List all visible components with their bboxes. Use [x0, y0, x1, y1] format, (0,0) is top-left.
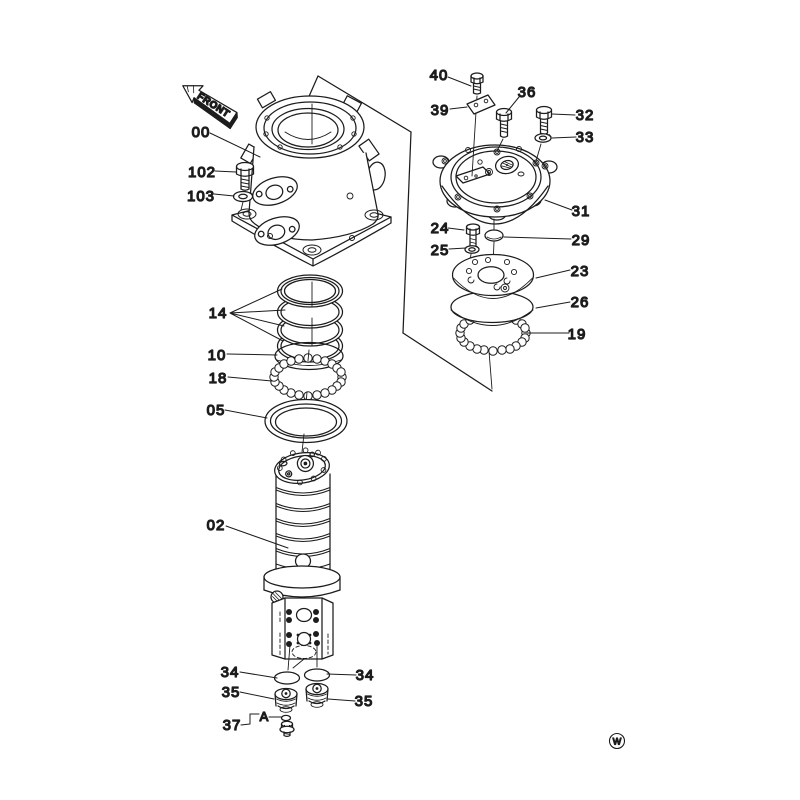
callout-19: 19 — [568, 326, 587, 343]
o-ring-detail-a — [280, 714, 292, 722]
bolt-24 — [465, 223, 481, 248]
cylinder-block-assembly — [263, 447, 341, 671]
callout-35-right: 35 — [355, 693, 374, 710]
o-ring-34-right — [303, 668, 331, 682]
callout-14: 14 — [209, 305, 228, 322]
callout-labels: 00 102 103 40 39 36 32 33 31 24 25 29 23… — [186, 66, 595, 734]
callout-34-right: 34 — [356, 667, 375, 684]
callout-25: 25 — [431, 242, 450, 259]
leader-lines — [209, 76, 577, 726]
ball-bearing-18 — [269, 353, 347, 401]
bolt-102 — [235, 161, 255, 191]
washer-25 — [464, 245, 480, 254]
assembly-axis-lines — [468, 95, 542, 390]
watermark-letter: W — [613, 737, 622, 747]
watermark-symbol: W — [608, 732, 626, 750]
callout-23: 23 — [571, 263, 590, 280]
callout-29: 29 — [572, 232, 591, 249]
valve-plate-23 — [451, 253, 535, 299]
callout-35-left: 35 — [222, 684, 241, 701]
washer-33 — [534, 133, 552, 143]
bolt-36 — [495, 107, 513, 138]
callout-33: 33 — [576, 129, 595, 146]
callout-34-left: 34 — [221, 664, 240, 681]
housing — [231, 91, 392, 267]
callout-31: 31 — [572, 203, 591, 220]
seal-ring-set — [276, 274, 344, 363]
seal-ring-05 — [264, 398, 348, 444]
plug-35-right — [305, 682, 329, 708]
name-plate-39 — [466, 94, 496, 115]
o-ring-34-left — [273, 671, 301, 685]
front-direction-banner: FRONT — [182, 85, 238, 130]
callout-26: 26 — [571, 294, 590, 311]
washer-103 — [232, 190, 254, 211]
callout-39: 39 — [431, 102, 450, 119]
callout-36: 36 — [518, 84, 537, 101]
callout-37: 37 — [223, 717, 242, 734]
bolt-37 — [279, 720, 295, 738]
rear-cover — [432, 144, 558, 225]
o-ring-29 — [484, 229, 504, 242]
callout-40: 40 — [430, 67, 449, 84]
callout-102: 102 — [188, 164, 216, 181]
bolt-40 — [470, 72, 484, 95]
plug-35-left — [274, 687, 298, 713]
callout-00: 00 — [192, 124, 211, 141]
callout-32: 32 — [576, 107, 595, 124]
callout-103: 103 — [187, 188, 215, 205]
callout-24: 24 — [431, 220, 450, 237]
callout-02: 02 — [207, 517, 226, 534]
callout-05: 05 — [207, 402, 226, 419]
bolt-32 — [535, 105, 553, 135]
callout-a: A — [260, 709, 269, 724]
callout-18: 18 — [209, 370, 228, 387]
callout-10: 10 — [208, 347, 227, 364]
